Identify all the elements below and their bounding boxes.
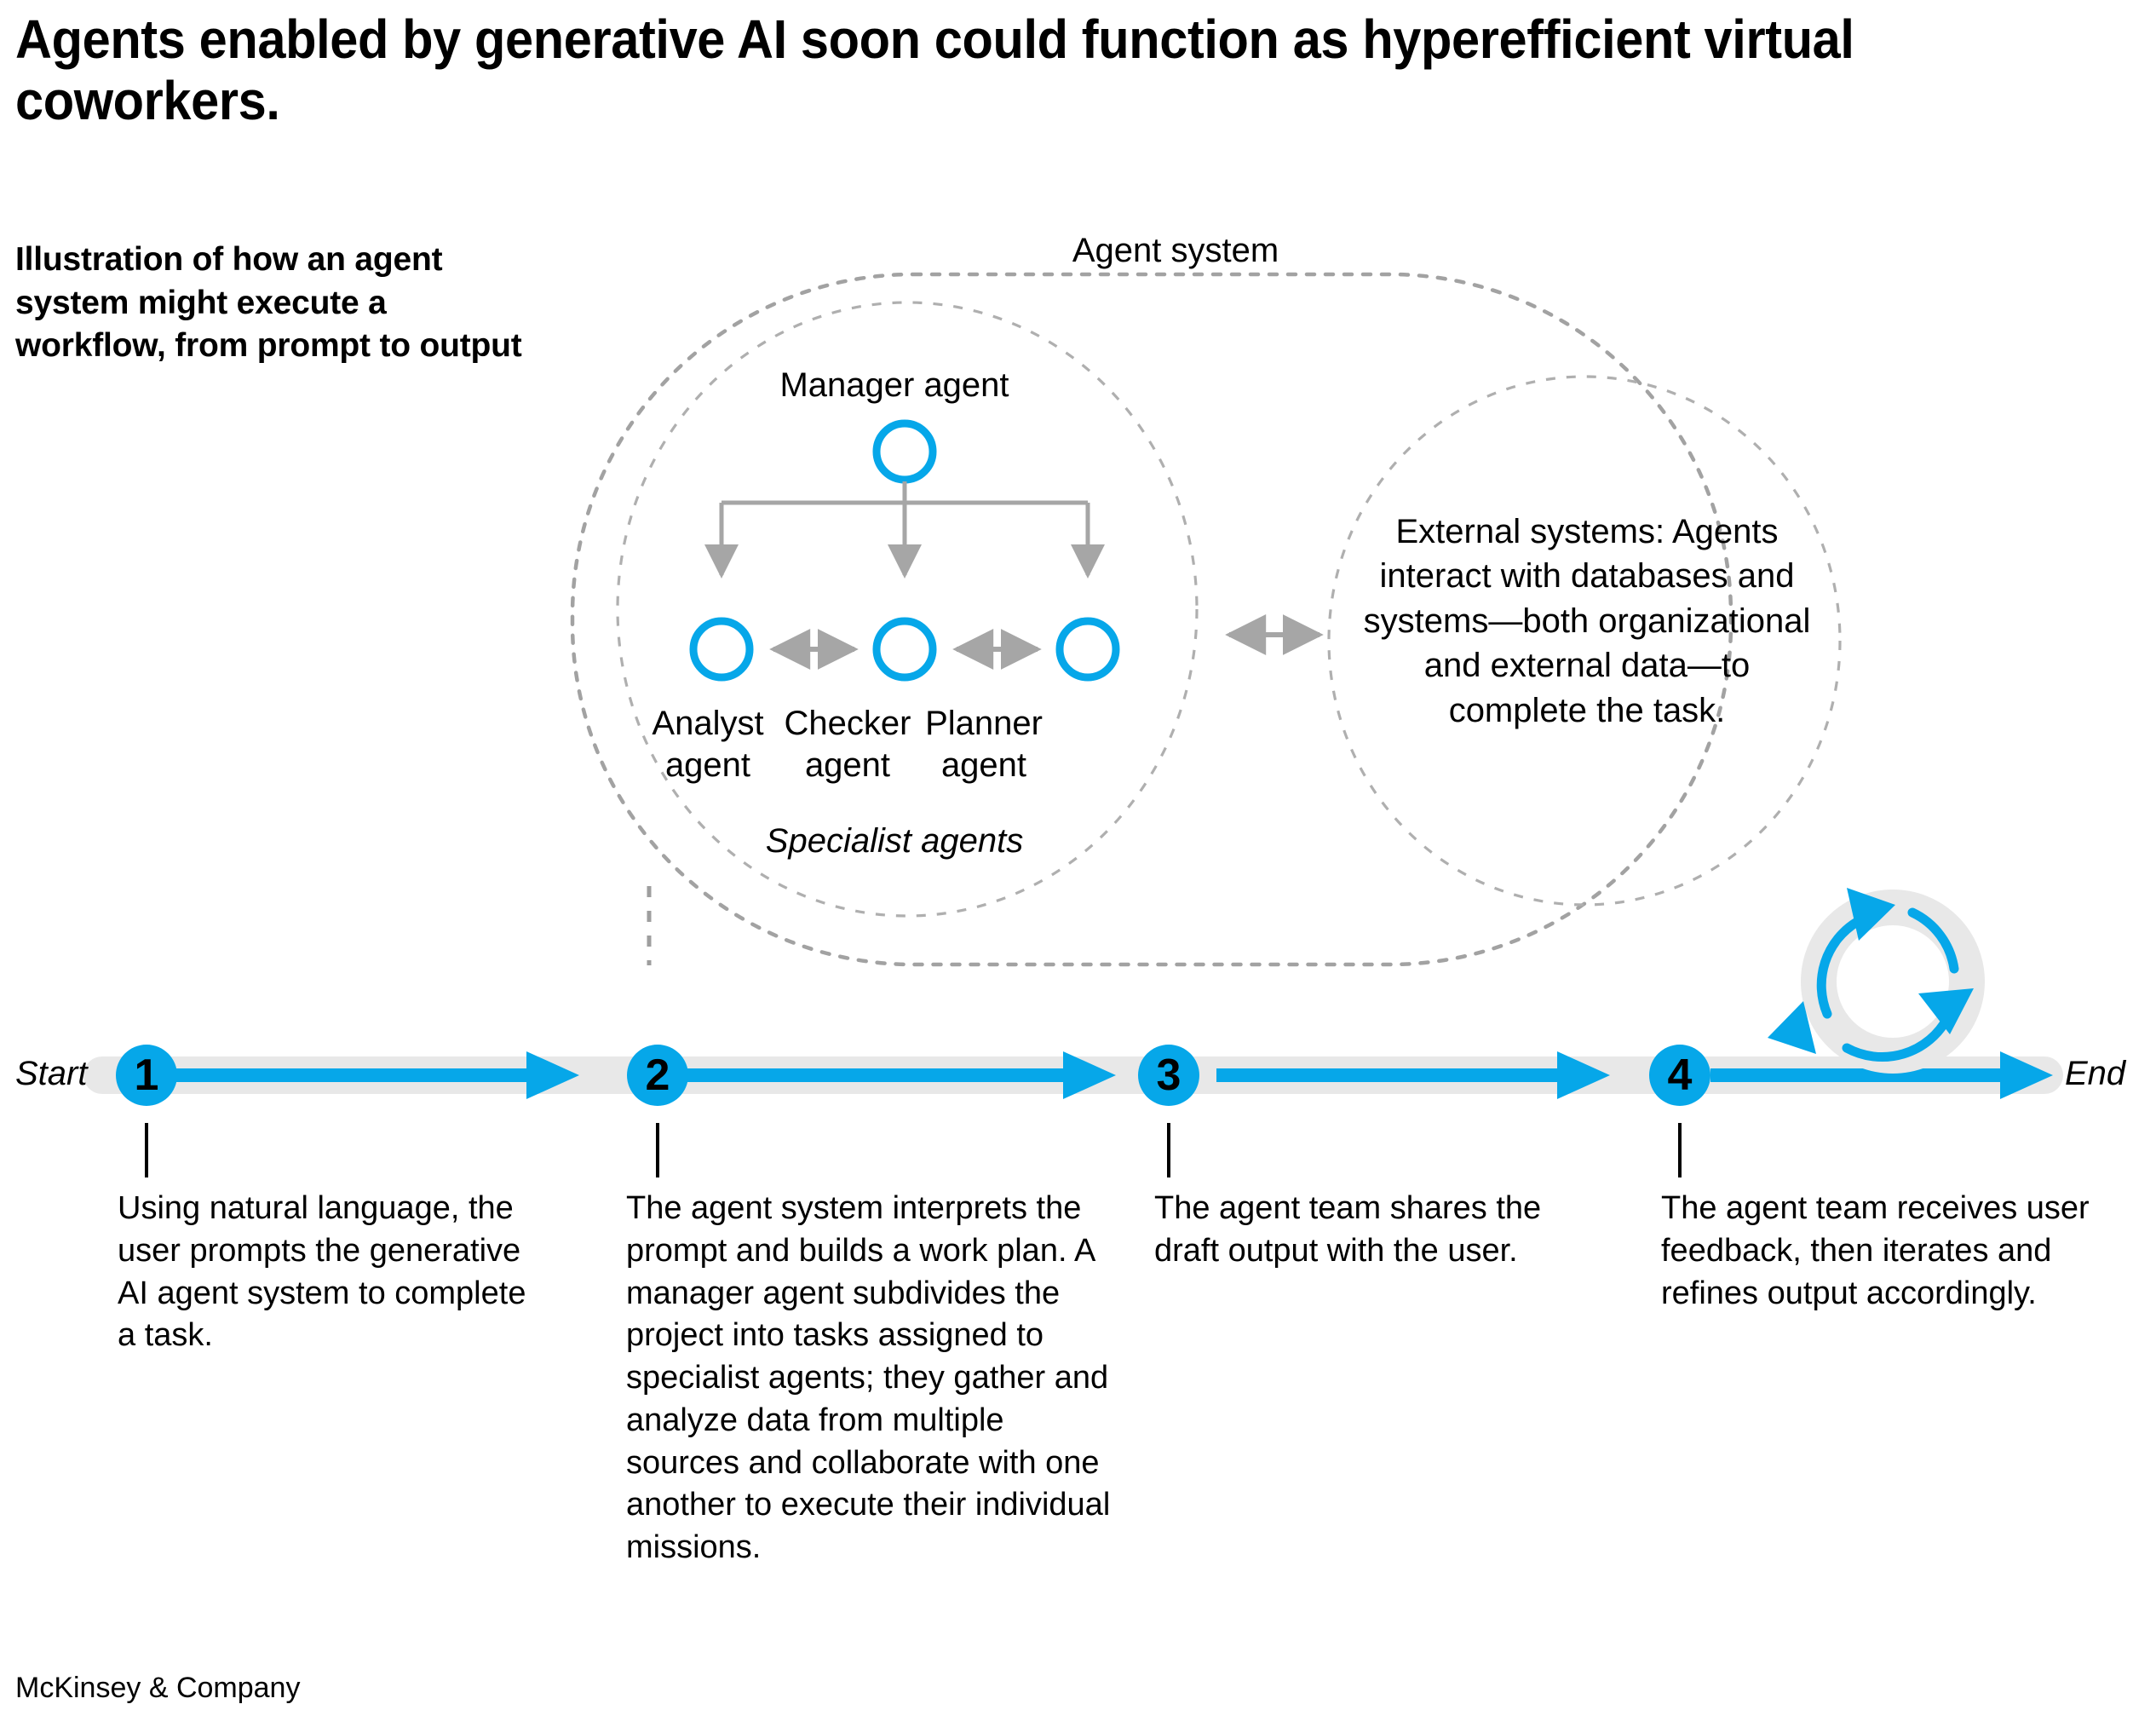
checker-agent-node: [872, 617, 937, 682]
page-title: Agents enabled by generative AI soon cou…: [15, 9, 1854, 132]
timeline-node-2[interactable]: 2: [627, 1045, 688, 1106]
manager-agent-node: [872, 419, 937, 484]
external-systems-label: External systems: Agents interact with d…: [1363, 513, 1811, 729]
timeline-node-1[interactable]: 1: [116, 1045, 177, 1106]
manager-to-specialists-connectors: [704, 481, 1105, 579]
analyst-agent-node: [689, 617, 754, 682]
timeline-start-label: Start: [15, 1055, 88, 1092]
agent-system-label: Agent system: [1072, 232, 1279, 269]
manager-agent-label: Manager agent: [779, 366, 1009, 404]
timeline-caption-2: The agent system interprets the prompt a…: [626, 1190, 1111, 1566]
planner-agent-node: [1055, 617, 1120, 682]
timeline-end-label: End: [2065, 1055, 2126, 1092]
refresh-loop-icon: [1768, 888, 1985, 1074]
timeline-node-3[interactable]: 3: [1138, 1045, 1199, 1106]
timeline-node-4[interactable]: 4: [1649, 1045, 1710, 1106]
brand-footer: McKinsey & Company: [15, 1672, 301, 1704]
specialist-agents-label: Specialist agents: [765, 822, 1024, 860]
timeline-caption-stems: [145, 1123, 1682, 1177]
timeline-caption-1: Using natural language, the user prompts…: [118, 1190, 526, 1354]
page-subtitle: Illustration of how an agent system migh…: [15, 241, 522, 365]
timeline-caption-4: The agent team receives user feedback, t…: [1661, 1190, 2090, 1311]
timeline-segments: [143, 1051, 2053, 1099]
timeline-caption-3: The agent team shares the draft output w…: [1154, 1190, 1542, 1269]
